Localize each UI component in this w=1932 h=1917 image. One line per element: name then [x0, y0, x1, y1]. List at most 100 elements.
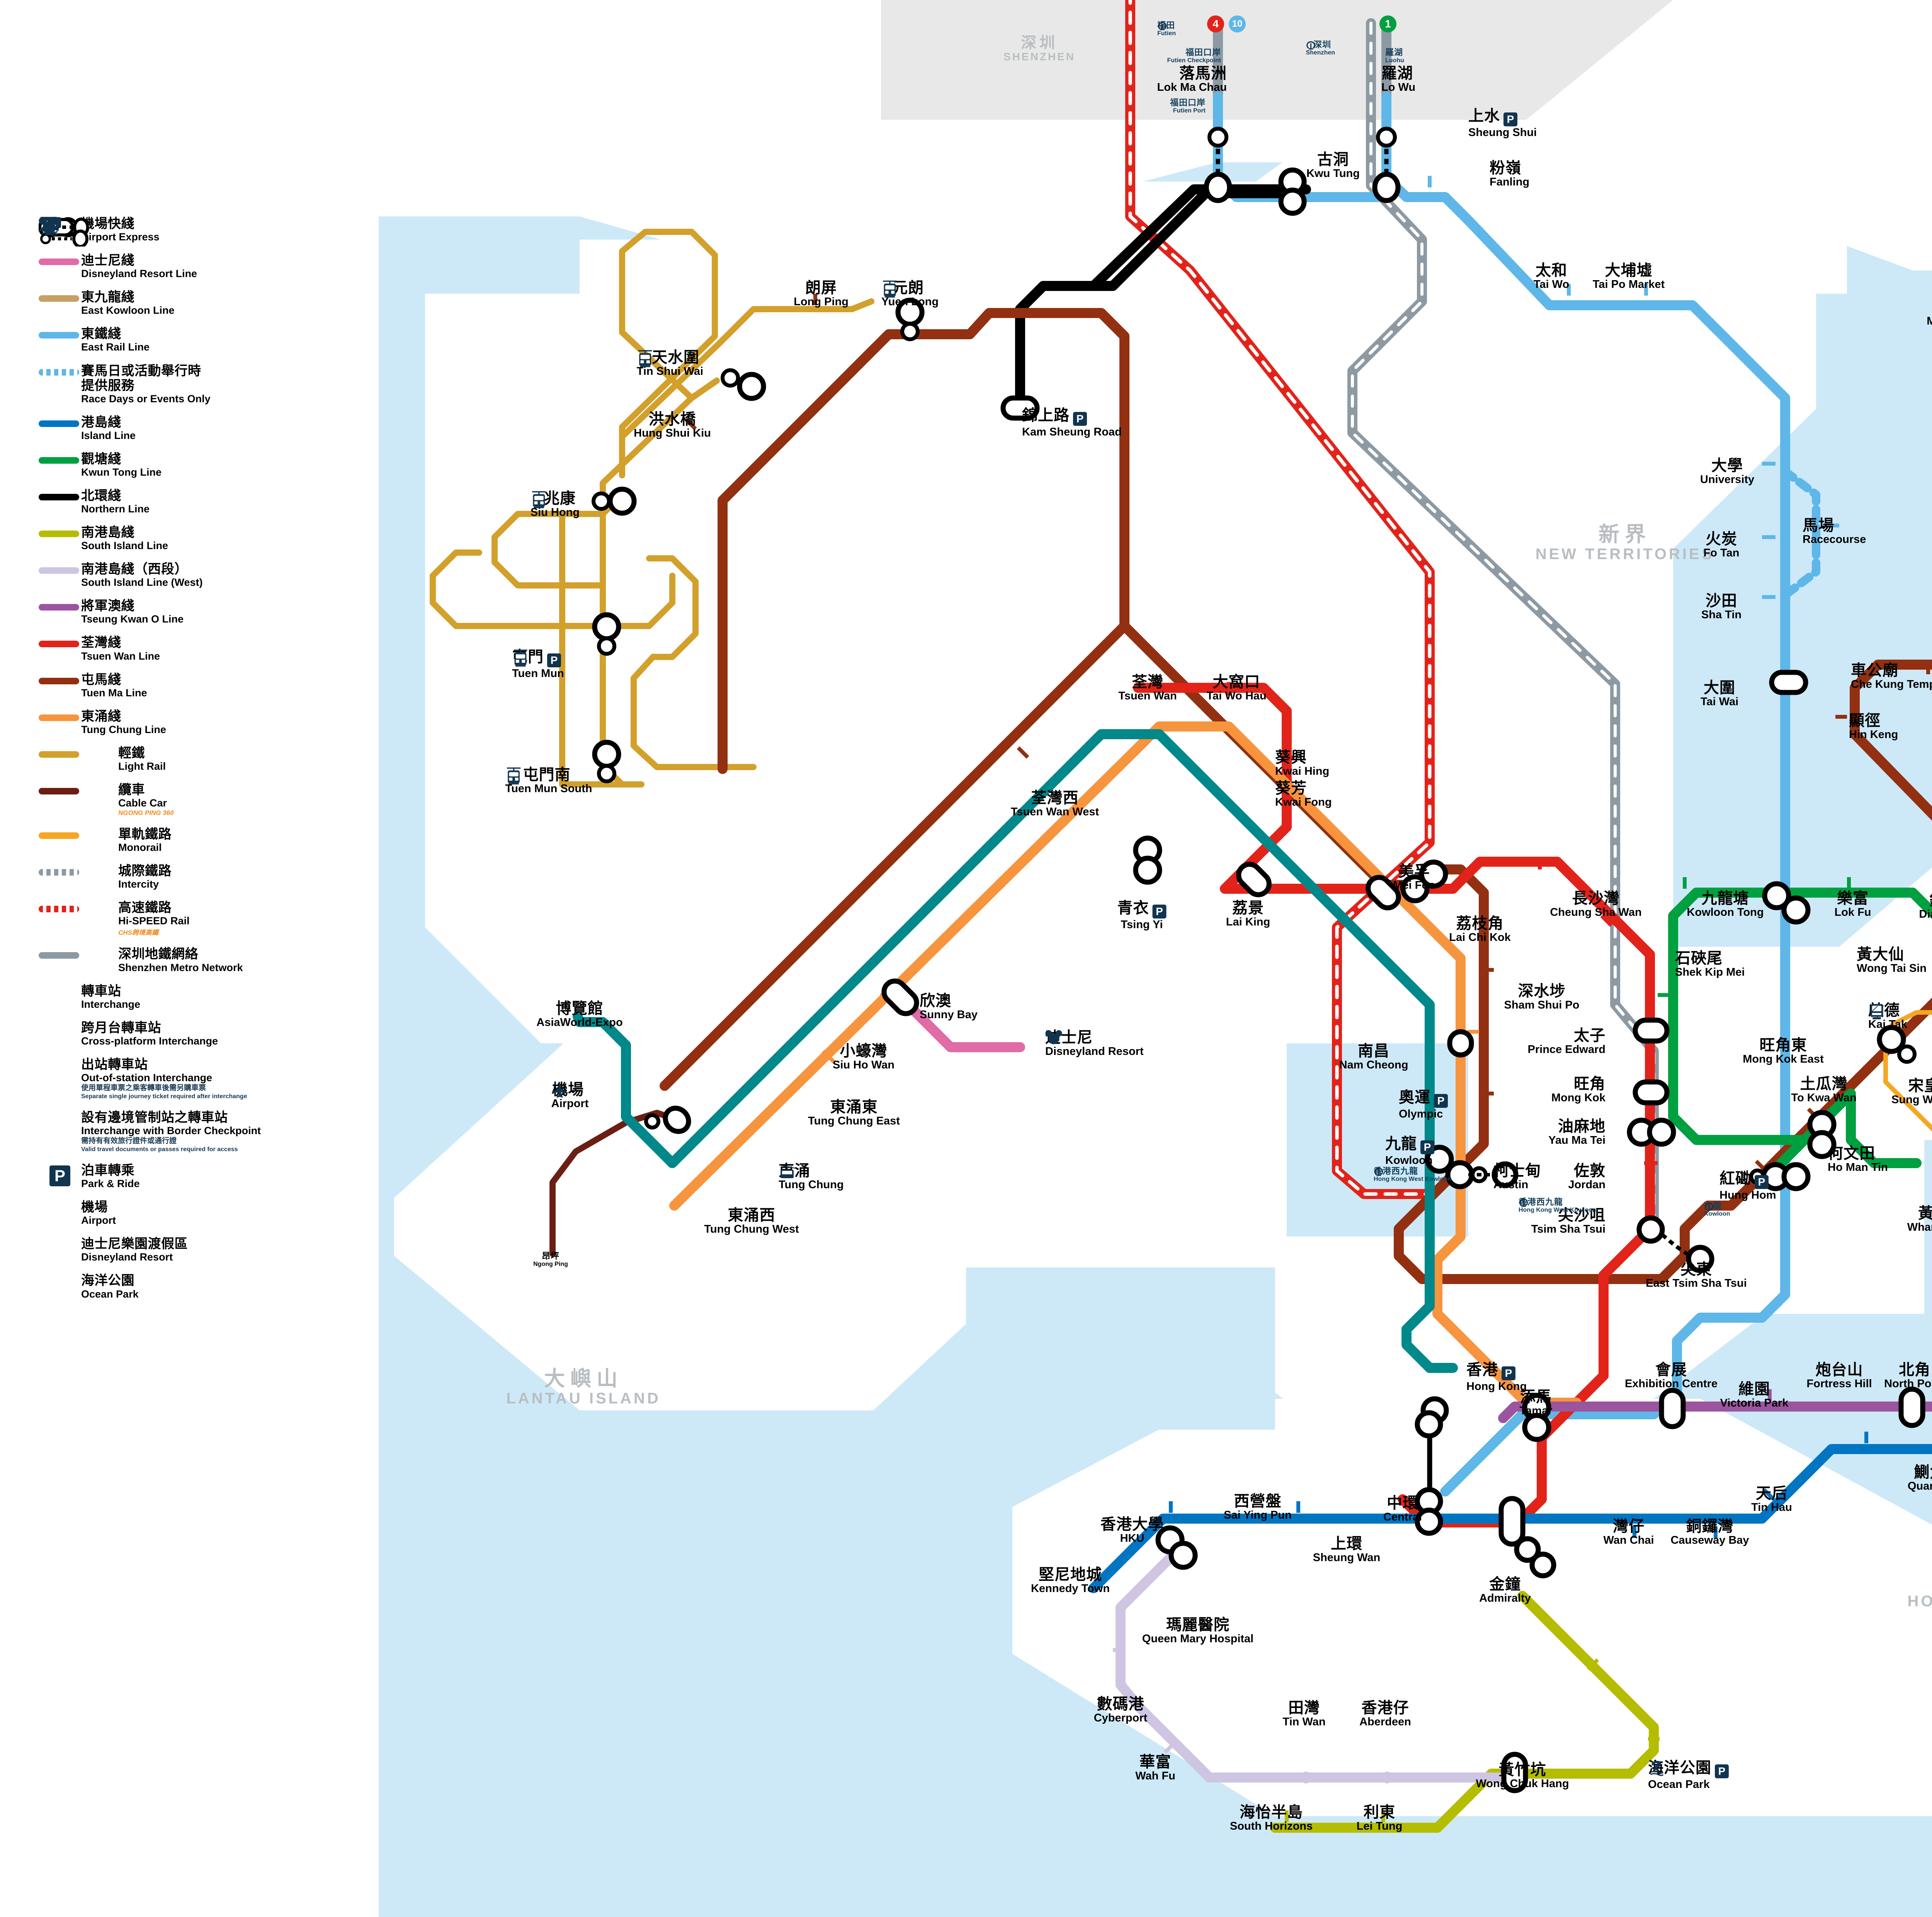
station-mei-foo[interactable]	[1400, 859, 1448, 903]
station-label[interactable]: 添馬 Tamar	[1520, 1389, 1553, 1417]
station-label[interactable]: 荃灣西 Tsuen Wan West	[1011, 790, 1099, 818]
station-prince-edward[interactable]	[1633, 1017, 1670, 1044]
station-central[interactable]	[1415, 1396, 1449, 1536]
station-label[interactable]: 大圍 Tai Wai	[1701, 680, 1738, 708]
station-kai-tak[interactable]	[1877, 1025, 1917, 1064]
station-label[interactable]: 長沙灣 Cheung Sha Wan	[1550, 891, 1641, 919]
station-label[interactable]: 黃竹坑 Wong Chuk Hang	[1476, 1762, 1569, 1790]
station-kowloon-tong[interactable]	[1762, 881, 1811, 925]
station-tsim-sha-tsui[interactable]	[1636, 1215, 1714, 1273]
station-label[interactable]: 荔枝角 Lai Chi Kok	[1449, 916, 1511, 944]
station-label[interactable]: 香港西九龍 Hong Kong West Kowloon	[1374, 1167, 1451, 1183]
station-nam-cheong[interactable]	[1364, 873, 1403, 912]
station-label[interactable]: 土瓜灣 To Kwa Wan	[1791, 1076, 1856, 1104]
station-label[interactable]: 海怡半島 South Horizons	[1230, 1805, 1313, 1832]
station-label[interactable]: 中環 Central	[1383, 1495, 1422, 1523]
station-label[interactable]: 羅湖 Luohu	[1385, 48, 1404, 64]
station-tsing-yi[interactable]	[1133, 835, 1162, 885]
station-label[interactable]: 太和 Tai Wo	[1534, 263, 1569, 291]
station-label[interactable]: 葵興 Kwai Hing	[1275, 750, 1329, 777]
station-label[interactable]: 深水埗 Sham Shui Po	[1504, 983, 1580, 1011]
station-label[interactable]: 香港仔 Aberdeen	[1359, 1700, 1411, 1728]
station-label[interactable]: 南昌 Nam Cheong	[1339, 1043, 1408, 1071]
station-lai-king[interactable]	[1234, 860, 1274, 899]
station-label[interactable]: 落馬洲 Lok Ma Chau	[1157, 66, 1227, 94]
station-tung-chung[interactable]	[644, 1104, 693, 1136]
station-tuen-mun-south[interactable]	[592, 740, 621, 783]
station-label[interactable]: 車公廟 Che Kung Temple	[1851, 663, 1932, 691]
station-label[interactable]: 華富 Wah Fu	[1135, 1754, 1175, 1782]
station-label[interactable]: 銅鑼灣 Causeway Bay	[1670, 1519, 1749, 1546]
station-label[interactable]: 大學 University	[1700, 458, 1754, 486]
station-label[interactable]: 灣仔 Wan Chai	[1603, 1519, 1654, 1546]
station-label[interactable]: 香港大學 HKU	[1100, 1517, 1164, 1544]
station-label[interactable]: 九龍塘 Kowloon Tong	[1687, 891, 1764, 919]
station-tuen-mun[interactable]	[592, 612, 621, 656]
station-label[interactable]: 瑪麗醫院 Queen Mary Hospital	[1142, 1617, 1253, 1645]
station-label[interactable]: 機場 Airport	[551, 1082, 589, 1110]
station-kam-sheung-road[interactable]	[1000, 395, 1040, 421]
station-sunny-bay[interactable]	[879, 976, 921, 1018]
station-label[interactable]: 啟德 Kai Tak	[1868, 1003, 1907, 1031]
station-label[interactable]: 馬鞍山 Ma On Shan	[1927, 299, 1932, 327]
station-label[interactable]: 深圳 Shenzhen	[1306, 41, 1335, 56]
station-mong-kok[interactable]	[1633, 1079, 1670, 1106]
station-label[interactable]: 樂富 Lok Fu	[1834, 891, 1871, 919]
station-label[interactable]: 炮台山 Fortress Hill	[1806, 1362, 1872, 1390]
station-label[interactable]: 上環 Sheung Wan	[1313, 1536, 1381, 1564]
station-label[interactable]: 太子 Prince Edward	[1528, 1028, 1605, 1056]
station-label[interactable]: 旺角東 Mong Kok East	[1743, 1038, 1823, 1065]
station-label[interactable]: 佐敦 Jordan	[1568, 1163, 1605, 1191]
station-label[interactable]: 石硤尾 Shek Kip Mei	[1675, 951, 1745, 978]
station-label[interactable]: 香港西九龍 Hong Kong West Kowloon	[1519, 1198, 1596, 1214]
station-label[interactable]: 福田口岸 Futien Port	[1170, 99, 1206, 114]
station-tamar[interactable]	[1522, 1393, 1551, 1442]
station-label[interactable]: 小蠔灣 Siu Ho Wan	[833, 1043, 895, 1071]
station-label[interactable]: 博覽館 AsiaWorld-Expo	[536, 1001, 622, 1029]
station-label[interactable]: 九龍 Kowloon	[1704, 1202, 1730, 1218]
station-admiralty[interactable]	[1498, 1496, 1556, 1579]
station-tin-shui-wai[interactable]	[721, 368, 766, 401]
station-label[interactable]: 荃灣 Tsuen Wan	[1118, 674, 1177, 702]
station-label[interactable]: 維園 Victoria Park	[1720, 1381, 1789, 1409]
station-label[interactable]: 羅湖 Lo Wu	[1381, 66, 1415, 94]
station-label[interactable]: 沙田 Sha Tin	[1701, 593, 1742, 621]
station-label[interactable]: 堅尼地城 Kennedy Town	[1031, 1567, 1110, 1595]
station-label[interactable]: 尖東 East Tsim Sha Tsui	[1646, 1262, 1747, 1289]
station-label[interactable]: 北角 North Point	[1884, 1362, 1932, 1390]
station-ho-man-tin[interactable]	[1807, 1110, 1837, 1159]
station-wong-chuk-hang[interactable]	[1501, 1752, 1528, 1793]
station-label[interactable]: 田灣 Tin Wan	[1282, 1700, 1325, 1728]
station-label[interactable]: 葵芳 Kwai Fong	[1275, 781, 1332, 808]
station-exhibition-centre[interactable]	[1659, 1388, 1686, 1429]
station-label[interactable]: 天水圍 Tin Shui Wai	[637, 350, 703, 378]
station-label[interactable]: 利東 Lei Tung	[1357, 1805, 1403, 1832]
station-label[interactable]: 荔景 Lai King	[1226, 900, 1270, 928]
station-label[interactable]: 火炭 Fo Tan	[1704, 531, 1740, 559]
station-label[interactable]: 東涌 Tung Chung	[779, 1163, 844, 1191]
station-label[interactable]: 東涌東 Tung Chung East	[808, 1099, 900, 1127]
station-yau-ma-tei[interactable]	[1627, 1118, 1676, 1147]
station-label[interactable]: 欣澳 Sunny Bay	[920, 993, 978, 1021]
station-label[interactable]: 黃大仙 Wong Tai Sin	[1857, 947, 1927, 975]
station-label[interactable]: 會展 Exhibition Centre	[1625, 1362, 1718, 1390]
station-lo-wu[interactable]	[1372, 127, 1401, 203]
station-label[interactable]: 黃埔 Whampoa	[1907, 1206, 1932, 1233]
station-label[interactable]: 福田 Futien	[1157, 21, 1179, 37]
station-label[interactable]: 尖沙咀 Tsim Sha Tsui	[1531, 1208, 1605, 1235]
station-label[interactable]: 何文田 Ho Man Tin	[1828, 1146, 1888, 1174]
station-label[interactable]: 朗屏 Long Ping	[794, 280, 849, 308]
station-label[interactable]: 鑽石山 Diamond Hill	[1919, 893, 1932, 920]
station-siu-hong[interactable]	[592, 486, 637, 516]
station-label[interactable]: 迪士尼 Disneyland Resort	[1045, 1030, 1144, 1058]
station-label[interactable]: 美孚 Mei Foo	[1393, 864, 1435, 891]
station-label[interactable]: 福田口岸 Futien Checkpoint	[1167, 48, 1221, 64]
station-label[interactable]: 顯徑 Hin Keng	[1849, 713, 1898, 741]
